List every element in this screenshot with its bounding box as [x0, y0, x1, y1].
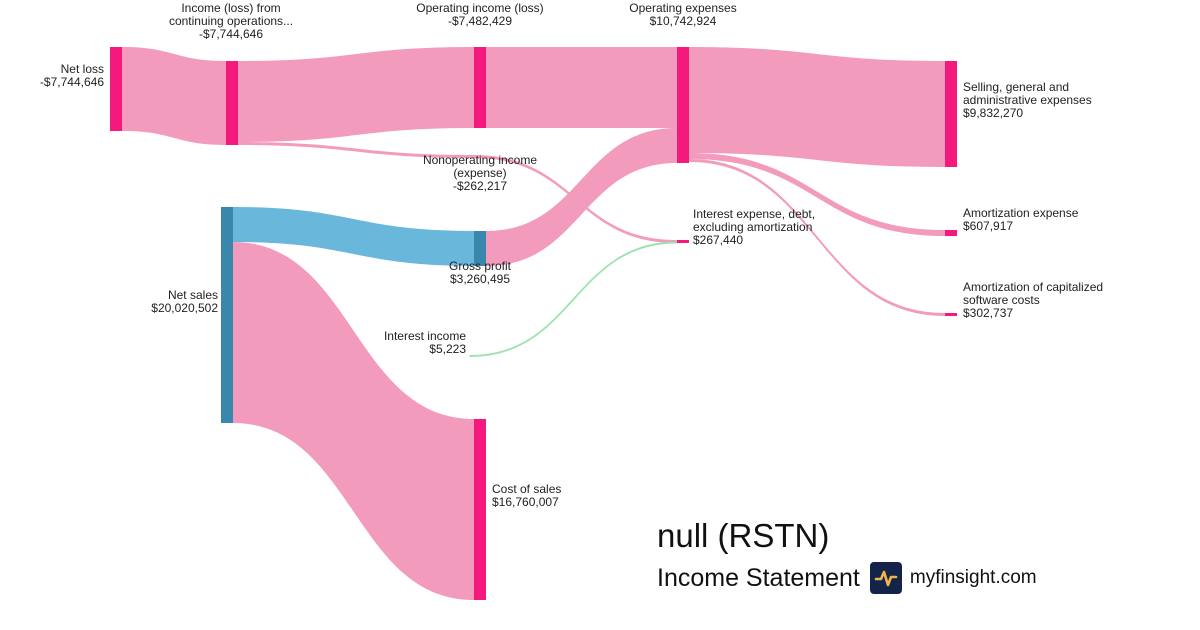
node-label-net_loss: Net loss-$7,744,646: [40, 62, 104, 89]
node-label-int_exp: Interest expense, debt,excluding amortiz…: [693, 207, 815, 247]
node-label-net_sales: Net sales$20,020,502: [151, 288, 218, 315]
sankey-nodes: [110, 47, 957, 600]
node-name: Net sales: [168, 288, 218, 302]
sankey-link-cont_ops-to-nonop: [238, 142, 474, 158]
node-value: $10,742,924: [650, 14, 717, 28]
node-name: Interest income: [384, 329, 466, 343]
node-label-cost_sales: Cost of sales$16,760,007: [492, 482, 561, 509]
sankey-link-nonop-to-int_exp: [474, 155, 677, 243]
sankey-link-net_sales-to-cost_sales: [233, 242, 474, 600]
sankey-link-op_income-to-op_exp: [486, 47, 677, 128]
node-name: (expense): [453, 166, 506, 180]
node-value: $267,440: [693, 233, 743, 247]
sankey-node-int_exp: [677, 240, 689, 243]
node-name: Gross profit: [449, 259, 512, 273]
statement-title: Income Statement: [657, 564, 860, 592]
sankey-node-op_exp: [677, 47, 689, 163]
sankey-link-cont_ops-to-op_income: [238, 47, 474, 142]
node-name: Amortization of capitalized: [963, 280, 1103, 294]
node-name: Net loss: [61, 62, 104, 76]
node-value: $16,760,007: [492, 495, 559, 509]
pulse-icon: [869, 562, 902, 594]
subtitle-row: Income Statement myfinsight.com: [657, 562, 1037, 594]
sankey-node-op_income: [474, 47, 486, 128]
sankey-link-op_exp-to-amort_sw: [689, 159, 945, 316]
node-name: Operating income (loss): [416, 1, 543, 15]
node-name: Amortization expense: [963, 206, 1079, 220]
node-label-gross_profit: Gross profit$3,260,495: [449, 259, 512, 286]
company-title: null (RSTN): [657, 517, 830, 554]
node-name: administrative expenses: [963, 93, 1092, 107]
node-value: $9,832,270: [963, 106, 1023, 120]
node-name: Income (loss) from: [181, 1, 280, 15]
sankey-link-op_exp-to-sga: [689, 47, 945, 167]
sankey-node-amort_exp: [945, 230, 957, 236]
sankey-link-net_loss-to-cont_ops: [122, 47, 226, 145]
sankey-link-gross_profit-to-op_exp: [486, 128, 677, 266]
sankey-links: [122, 47, 945, 600]
node-value: -$262,217: [453, 179, 507, 193]
node-name: software costs: [963, 293, 1040, 307]
sankey-node-net_loss: [110, 47, 122, 131]
sankey-node-amort_sw: [945, 313, 957, 316]
node-label-amort_exp: Amortization expense$607,917: [963, 206, 1079, 233]
node-name: Interest expense, debt,: [693, 207, 815, 221]
title-block: null (RSTN) Income Statement myfinsight.…: [657, 516, 1037, 594]
sankey-link-net_sales-to-gross_profit: [233, 207, 474, 266]
sankey-node-net_sales: [221, 207, 233, 423]
sankey-node-sga: [945, 61, 957, 167]
node-label-op_exp: Operating expenses$10,742,924: [629, 1, 736, 28]
node-value: -$7,482,429: [448, 14, 512, 28]
node-value: $302,737: [963, 306, 1013, 320]
sankey-node-cost_sales: [474, 419, 486, 600]
node-label-int_income: Interest income$5,223: [384, 329, 466, 356]
node-label-op_income: Operating income (loss)-$7,482,429: [416, 1, 543, 28]
node-value: $20,020,502: [151, 301, 218, 315]
node-name: Nonoperating income: [423, 153, 537, 167]
node-name: excluding amortization: [693, 220, 812, 234]
sankey-link-op_exp-to-amort_exp: [689, 153, 945, 236]
node-value: $5,223: [429, 342, 466, 356]
node-value: $607,917: [963, 219, 1013, 233]
node-name: Operating expenses: [629, 1, 736, 15]
sankey-node-cont_ops: [226, 61, 238, 145]
sankey-node-gross_profit: [474, 231, 486, 266]
site-link[interactable]: myfinsight.com: [909, 567, 1037, 588]
node-name: continuing operations...: [169, 14, 293, 28]
node-value: -$7,744,646: [40, 75, 104, 89]
node-name: Selling, general and: [963, 80, 1069, 94]
node-name: Cost of sales: [492, 482, 561, 496]
node-value: $3,260,495: [450, 272, 510, 286]
node-value: -$7,744,646: [199, 27, 263, 41]
node-label-nonop: Nonoperating income(expense)-$262,217: [423, 153, 537, 193]
